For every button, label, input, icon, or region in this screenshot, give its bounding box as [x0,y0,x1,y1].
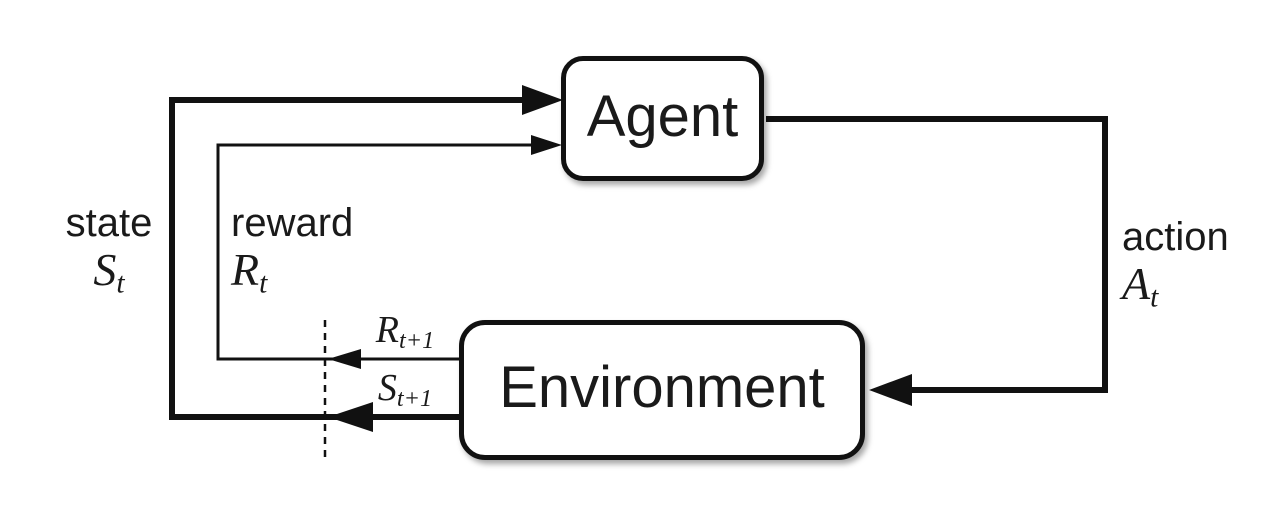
next-state-symbol-subscript: t+1 [396,385,433,413]
state-edge-label: state [65,201,153,245]
next-state-symbol-letter: S [377,367,397,409]
next-state-symbol: St+1 [345,369,465,411]
action-edge-line [766,116,1108,393]
agent-node-label: Agent [586,83,739,149]
state-symbol-subscript: t [116,267,125,300]
reward-symbol-letter: R [231,244,260,295]
environment-node-label: Environment [499,355,825,420]
reward-edge-label: reward [231,201,354,245]
action-symbol-letter: A [1122,258,1151,309]
next-reward-symbol: Rt+1 [345,311,465,353]
state-arrowhead-agent [522,85,563,115]
environment-node: Environment [459,320,865,460]
reward-arrowhead-boundary [328,349,361,369]
reward-symbol: Rt [231,247,267,299]
action-edge-label: action [1122,215,1229,259]
state-arrowhead-boundary [328,402,373,432]
next-reward-symbol-letter: R [375,309,399,351]
agent-node: Agent [561,56,764,181]
state-symbol: St [49,247,169,299]
reward-symbol-subscript: t [259,267,268,300]
action-symbol: At [1122,261,1158,313]
action-symbol-subscript: t [1150,281,1159,314]
state-symbol-letter: S [93,244,117,295]
state-edge-line [169,97,545,420]
action-arrowhead-environment [869,374,912,406]
next-reward-symbol-subscript: t+1 [398,327,435,355]
reward-arrowhead-agent [531,135,562,155]
